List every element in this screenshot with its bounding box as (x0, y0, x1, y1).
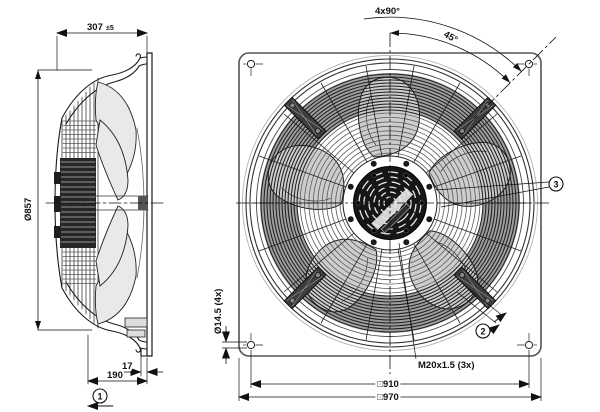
dim-hole-square-label: □910 (377, 379, 399, 390)
dim-mounting-hole-label: Ø14.5 (4x) (213, 289, 224, 334)
dim-depth-tolerance-label: ±5 (106, 25, 114, 32)
dim-plate-square-970: □970 (238, 358, 542, 405)
dim-cable-gland-thread: M20x1.5 (3x) (398, 242, 477, 373)
dim-depth-307: 307 ±5 (56, 22, 148, 71)
side-hub-detail (95, 195, 149, 338)
front-view: 4x90° 45° 3 2 M20x1.5 (3x) (213, 6, 564, 405)
side-blade-profiles (94, 81, 145, 325)
hub-bolts (347, 160, 433, 246)
dim-depth-label: 307 (87, 22, 103, 33)
dim-impeller-diameter: Ø857 (23, 69, 93, 331)
dim-housing-depth-label: 190 (107, 370, 123, 381)
callout-2-guard: 2 (456, 284, 507, 339)
dim-cable-gland-label: M20x1.5 (3x) (418, 360, 475, 371)
hub-label-streak (371, 188, 414, 234)
dim-flange-offset-label: 17 (122, 361, 133, 372)
callout-1-label: 1 (97, 392, 102, 402)
dim-flange-offset-17: 17 (120, 351, 164, 385)
dim-mounting-hole-diameter: Ø14.5 (4x) (213, 289, 247, 364)
dim-plate-square-label: □970 (377, 392, 399, 403)
callout-3-hub: 3 (435, 176, 564, 208)
dim-housing-depth-190: 190 (87, 334, 148, 385)
front-centerlines (236, 33, 557, 374)
dim-corner-angle-label: 45° (442, 29, 460, 46)
dim-impeller-diameter-label: Ø857 (23, 198, 34, 221)
hub-small-bolts (355, 172, 425, 234)
side-view: 307 ±5 Ø857 17 190 1 (23, 22, 165, 410)
callout-1-airflow: 1 (87, 388, 114, 410)
dim-hole-square-910: □910 (250, 350, 530, 392)
callout-2-label: 2 (480, 327, 485, 337)
callout-3-label: 3 (553, 180, 558, 190)
dim-hole-pattern-angle-label: 4x90° (375, 6, 400, 17)
